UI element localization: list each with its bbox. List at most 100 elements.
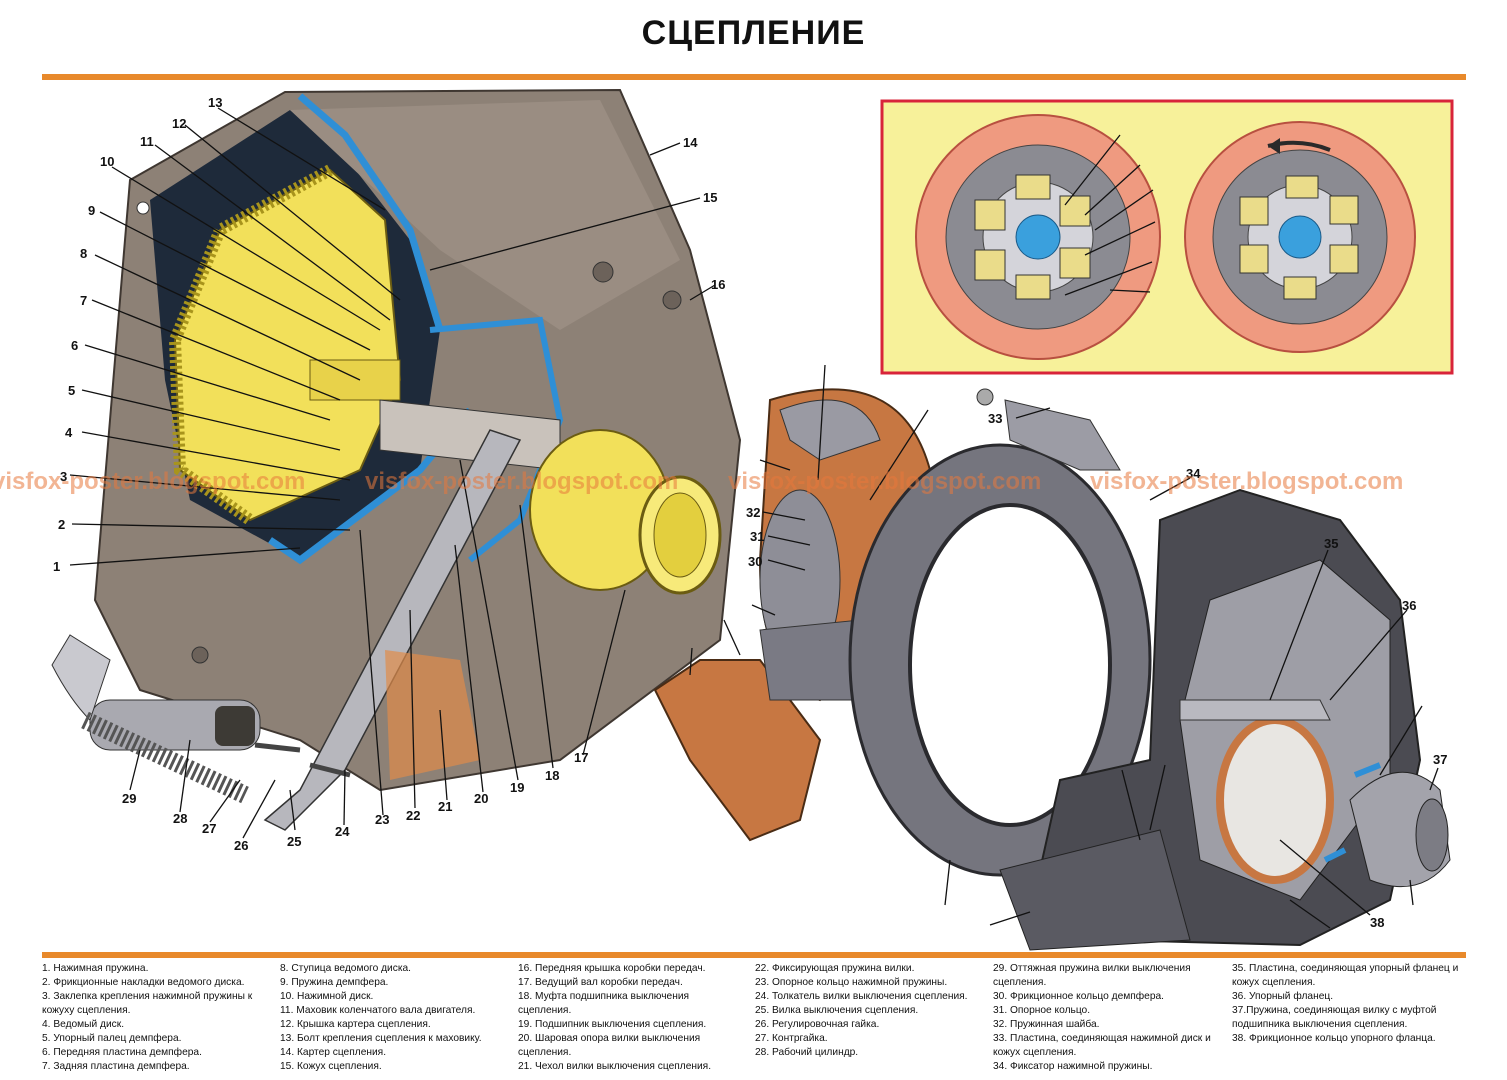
- legend-item: 7. Задняя пластина демпфера.: [42, 1061, 190, 1072]
- pressure-plate-cover: [848, 388, 1152, 877]
- legend-item: 22. Фиксирующая пружина вилки.: [755, 963, 915, 974]
- callout-9: 9: [88, 203, 95, 218]
- legend-item: 37.Пружина, соединяющая вилку с муфтой п…: [1232, 1005, 1437, 1030]
- legend-item: 20. Шаровая опора вилки выключения сцепл…: [518, 1033, 701, 1058]
- legend-item: 8. Ступица ведомого диска.: [280, 963, 412, 974]
- callout-32: 32: [746, 505, 760, 520]
- legend-item: 15. Кожух сцепления.: [280, 1061, 382, 1072]
- legend-item: 35. Пластина, соединяющая упорный фланец…: [1232, 963, 1459, 988]
- legend-item: 36. Упорный фланец.: [1232, 991, 1334, 1002]
- legend-item: 24. Толкатель вилки выключения сцепления…: [755, 991, 968, 1002]
- legend-item: 12. Крышка картера сцепления.: [280, 1019, 431, 1030]
- bottom-divider: [42, 952, 1466, 958]
- callout-38: 38: [1370, 915, 1384, 930]
- callout-30: 30: [748, 554, 762, 569]
- callout-26: 26: [234, 838, 248, 853]
- legend-item: 32. Пружинная шайба.: [993, 1019, 1100, 1030]
- callout-29: 29: [122, 791, 136, 806]
- callout-33: 33: [988, 411, 1002, 426]
- callout-36: 36: [1402, 598, 1416, 613]
- legend-item: 4. Ведомый диск.: [42, 1019, 125, 1030]
- legend-item: 23. Опорное кольцо нажимной пружины.: [755, 977, 948, 988]
- callout-28: 28: [173, 811, 187, 826]
- callout-1: 1: [53, 559, 60, 574]
- callout-34: 34: [1186, 466, 1201, 481]
- callout-13: 13: [208, 95, 222, 110]
- top-divider: [42, 74, 1466, 80]
- legend-item: 33. Пластина, соединяющая нажимной диск …: [993, 1033, 1211, 1058]
- callout-14: 14: [683, 135, 698, 150]
- legend-item: 2. Фрикционные накладки ведомого диска.: [42, 977, 245, 988]
- legend-column-2: 8. Ступица ведомого диска. 9. Пружина дем…: [280, 962, 508, 1074]
- parts-legend: 1. Нажимная пружина. 2. Фрикционные накла…: [0, 962, 1507, 1080]
- callout-labels: 1 2 3 4 5 6 7 8 9 10 11 12 13 14 15 16 1…: [53, 95, 1447, 930]
- callout-19: 19: [510, 780, 524, 795]
- legend-column-6: 35. Пластина, соединяющая упорный фланец…: [1232, 962, 1464, 1046]
- legend-item: 21. Чехол вилки выключения сцепления.: [518, 1061, 712, 1072]
- callout-31: 31: [750, 529, 764, 544]
- leader-lines: [69, 107, 1439, 929]
- callout-17: 17: [574, 750, 588, 765]
- callout-4: 4: [65, 425, 73, 440]
- legend-item: 13. Болт крепления сцепления к маховику.: [280, 1033, 482, 1044]
- legend-item: 26. Регулировочная гайка.: [755, 1019, 880, 1030]
- thrust-flange-assembly: [999, 488, 1451, 951]
- legend-column-5: 29. Оттяжная пружина вилки выключения сц…: [993, 962, 1223, 1074]
- callout-18: 18: [545, 768, 559, 783]
- callout-2: 2: [58, 517, 65, 532]
- callout-8: 8: [80, 246, 87, 261]
- legend-item: 17. Ведущий вал коробки передач.: [518, 977, 683, 988]
- legend-item: 9. Пружина демпфера.: [280, 977, 389, 988]
- callout-15: 15: [703, 190, 717, 205]
- callout-12: 12: [172, 116, 186, 131]
- watermark-text: visfox-poster.blogspot.com: [728, 468, 1042, 495]
- clutch-illustration: 1 2 3 4 5 6 7 8 9 10 11 12 13 14 15 16 1…: [51, 88, 1454, 951]
- callout-22: 22: [406, 808, 420, 823]
- legend-item: 34. Фиксатор нажимной пружины.: [993, 1061, 1153, 1072]
- damper-disc-left: [915, 114, 1161, 360]
- legend-column-4: 22. Фиксирующая пружина вилки. 23. Опорно…: [755, 962, 983, 1060]
- page-title: СЦЕПЛЕНИЕ: [641, 14, 866, 52]
- callout-7: 7: [80, 293, 87, 308]
- legend-item: 29. Оттяжная пружина вилки выключения сц…: [993, 963, 1191, 988]
- callout-23: 23: [375, 812, 389, 827]
- callout-35: 35: [1324, 536, 1338, 551]
- legend-item: 25. Вилка выключения сцепления.: [755, 1005, 919, 1016]
- damper-disc-right: [1184, 121, 1416, 353]
- callout-6: 6: [71, 338, 78, 353]
- legend-item: 27. Контргайка.: [755, 1033, 828, 1044]
- legend-item: 5. Упорный палец демпфера.: [42, 1033, 182, 1044]
- legend-item: 6. Передняя пластина демпфера.: [42, 1047, 202, 1058]
- legend-item: 3. Заклепка крепления нажимной пружины к…: [42, 991, 253, 1016]
- release-fork-assembly: [51, 429, 522, 831]
- legend-item: 11. Маховик коленчатого вала двигателя.: [280, 1005, 476, 1016]
- legend-item: 1. Нажимная пружина.: [42, 963, 149, 974]
- callout-3: 3: [60, 469, 67, 484]
- callout-10: 10: [100, 154, 114, 169]
- legend-item: 30. Фрикционное кольцо демпфера.: [993, 991, 1164, 1002]
- flywheel: [168, 164, 402, 525]
- callout-20: 20: [474, 791, 488, 806]
- legend-item: 31. Опорное кольцо.: [993, 1005, 1091, 1016]
- legend-item: 18. Муфта подшипника выключения сцеплени…: [518, 991, 690, 1016]
- watermark-text: visfox-poster.blogspot.com: [1090, 468, 1404, 495]
- watermark-text: visfox-poster.blogspot.com: [0, 468, 306, 495]
- legend-item: 14. Картер сцепления.: [280, 1047, 387, 1058]
- driven-disc-exploded: [653, 388, 932, 842]
- callout-11: 11: [140, 134, 154, 149]
- legend-item: 38. Фрикционное кольцо упорного фланца.: [1232, 1033, 1436, 1044]
- callout-21: 21: [438, 799, 452, 814]
- legend-column-1: 1. Нажимная пружина. 2. Фрикционные накла…: [42, 962, 274, 1074]
- legend-column-3: 16. Передняя крышка коробки передач. 17. …: [518, 962, 744, 1074]
- callout-5: 5: [68, 383, 75, 398]
- watermark-text: visfox-poster.blogspot.com: [365, 468, 679, 495]
- legend-item: 28. Рабочий цилиндр.: [755, 1047, 859, 1058]
- callout-16: 16: [711, 277, 725, 292]
- legend-item: 16. Передняя крышка коробки передач.: [518, 963, 706, 974]
- damper-inset: [880, 99, 1454, 375]
- legend-item: 10. Нажимной диск.: [280, 991, 374, 1002]
- callout-24: 24: [335, 824, 350, 839]
- legend-item: 19. Подшипник выключения сцепления.: [518, 1019, 707, 1030]
- input-shaft: [379, 399, 722, 595]
- callout-27: 27: [202, 821, 216, 836]
